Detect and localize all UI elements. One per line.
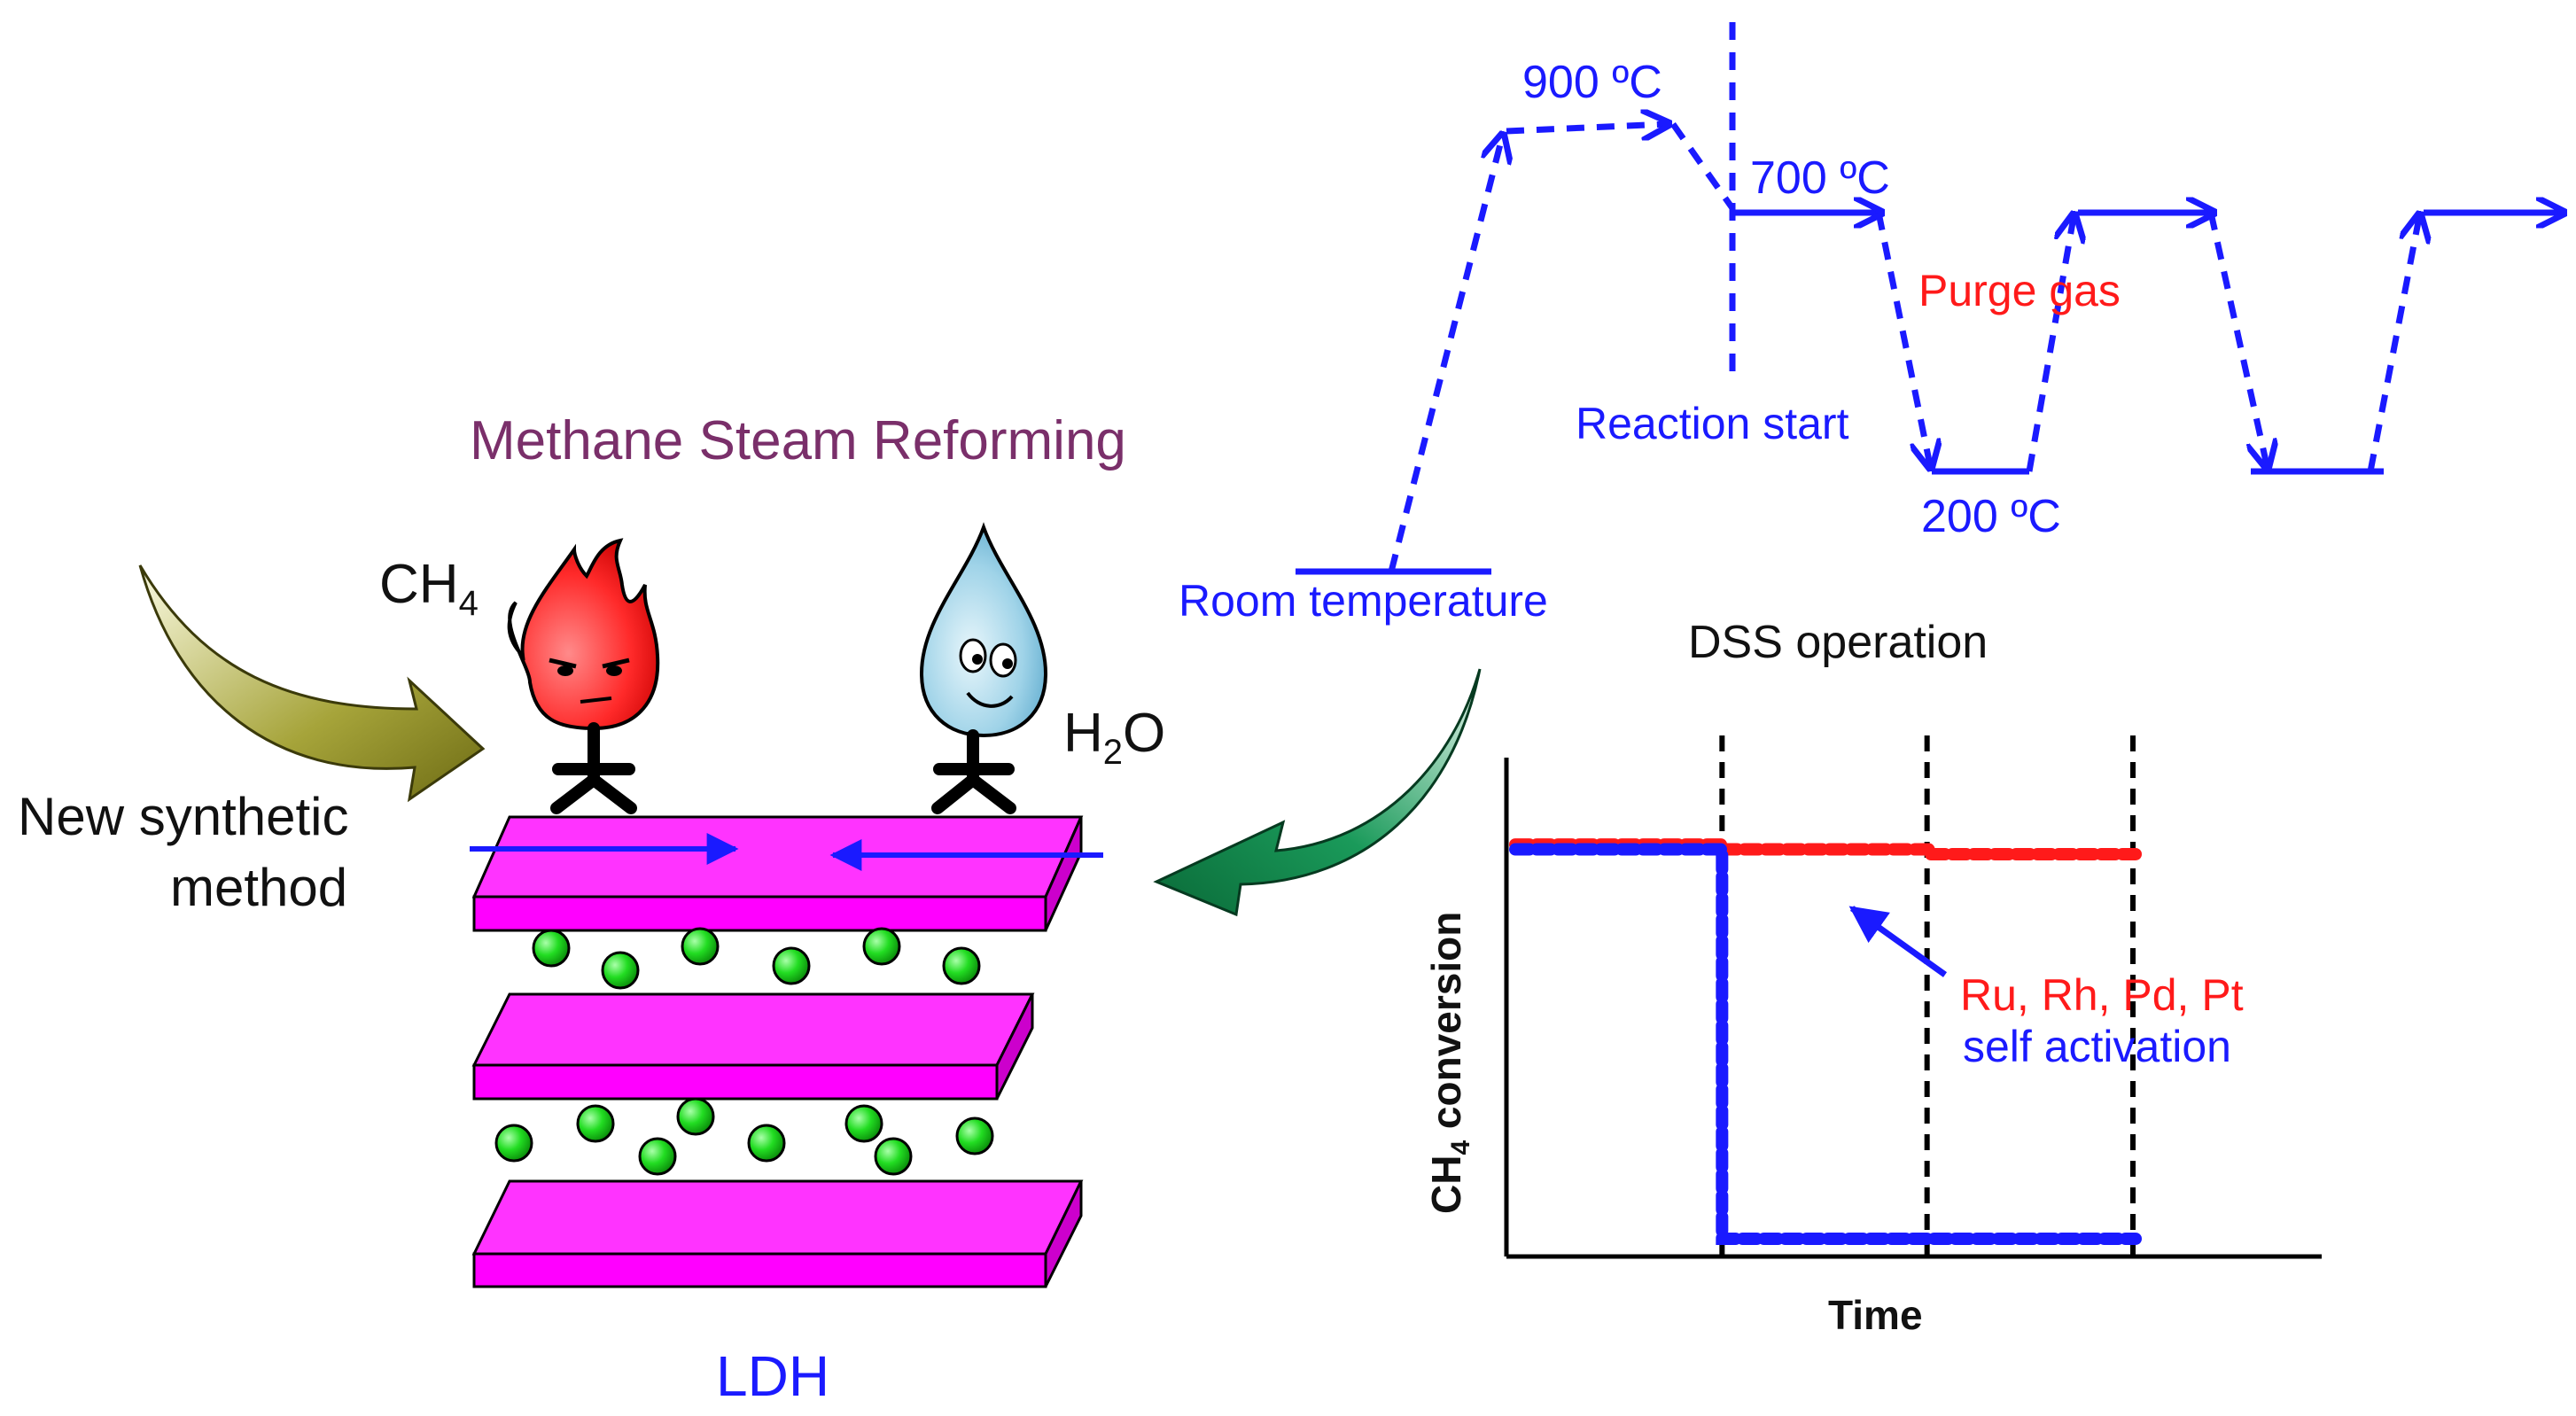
chart-x-label: Time: [1828, 1292, 1923, 1338]
series-label-blue: self activation: [1963, 1022, 2231, 1071]
synthesis-label-line1: New synthetic: [18, 787, 348, 846]
temp-900-label: 900 ºC: [1522, 57, 1662, 108]
temp-700-label: 700 ºC: [1750, 152, 1890, 204]
annotation-arrow: [1848, 906, 1948, 977]
temperature-program: [1296, 22, 2561, 575]
dss-curved-arrow-icon: [1153, 668, 1482, 917]
interlayer-ions: [494, 927, 994, 1176]
ldh-layer-3: [471, 1179, 1084, 1288]
reaction-title: Methane Steam Reforming: [470, 410, 1126, 471]
dss-title: DSS operation: [1688, 617, 1988, 668]
h2o-formula: H2O: [1063, 703, 1165, 772]
ch4-formula: CH4: [379, 554, 479, 623]
flame-character-icon: [507, 538, 660, 814]
dss-series: [1509, 838, 2142, 1245]
reaction-start-label: Reaction start: [1576, 399, 1849, 448]
series-label-red: Ru, Rh, Pd, Pt: [1960, 970, 2244, 1020]
temp-200-label: 200 ºC: [1921, 491, 2061, 542]
ldh-layer-1: [471, 815, 1084, 932]
ldh-label: LDH: [716, 1344, 829, 1408]
room-temperature-label: Room temperature: [1179, 576, 1548, 626]
series-blue-line: [1509, 843, 2142, 1245]
dss-chart: [1504, 735, 2322, 1259]
ldh-layer-2: [471, 992, 1035, 1101]
water-droplet-character-icon: [919, 522, 1048, 814]
synthesis-curved-arrow-icon: [138, 564, 486, 803]
chart-y-label: CH4 conversion: [1423, 912, 1475, 1214]
synthesis-label-line2: method: [170, 858, 347, 917]
purge-gas-label: Purge gas: [1918, 266, 2121, 315]
